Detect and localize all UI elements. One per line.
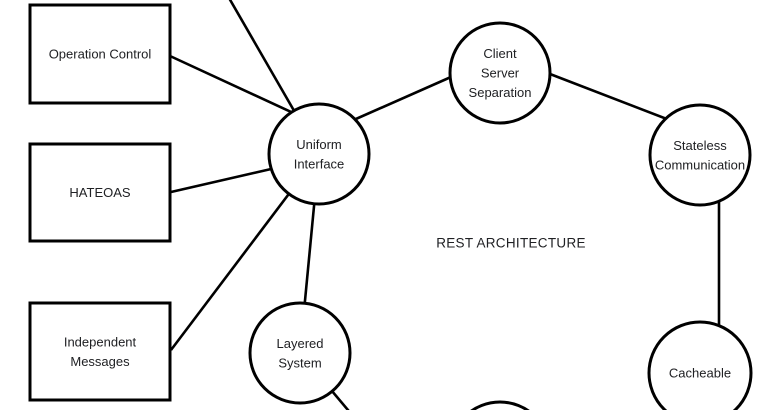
node-operation-control [28, 3, 172, 105]
node-label-stateless-communication: Stateless [673, 138, 727, 153]
node-label-operation-control: Operation Control [49, 47, 152, 62]
node-layered-system [248, 301, 352, 405]
node-label-layered-system: System [278, 355, 321, 370]
node-cacheable [647, 320, 753, 410]
node-label-stateless-communication: Communication [655, 157, 745, 172]
node-label-uniform-interface: Uniform [296, 137, 342, 152]
node-label-independent-messages: Messages [70, 354, 130, 369]
node-label-client-server-separation: Server [481, 66, 520, 81]
node-hateoas [28, 142, 172, 243]
node-partial-bottom-circle [470, 400, 530, 410]
node-client-server-separation [448, 21, 552, 125]
node-label-hateoas: HATEOAS [69, 185, 130, 200]
edge-uniform-interface-client-server-separation [339, 71, 461, 128]
node-stateless-communication [648, 103, 752, 207]
node-label-client-server-separation: Client [483, 46, 517, 61]
diagram-title: REST ARCHITECTURE [436, 236, 586, 251]
node-label-client-server-separation: Separation [469, 85, 532, 100]
node-independent-messages [28, 301, 172, 402]
node-label-layered-system: Layered [277, 336, 324, 351]
node-label-uniform-interface: Interface [294, 156, 345, 171]
node-label-cacheable: Cacheable [669, 366, 731, 381]
node-label-independent-messages: Independent [64, 334, 137, 349]
edge-client-server-separation-stateless-communication [549, 72, 686, 128]
node-uniform-interface [267, 102, 371, 206]
